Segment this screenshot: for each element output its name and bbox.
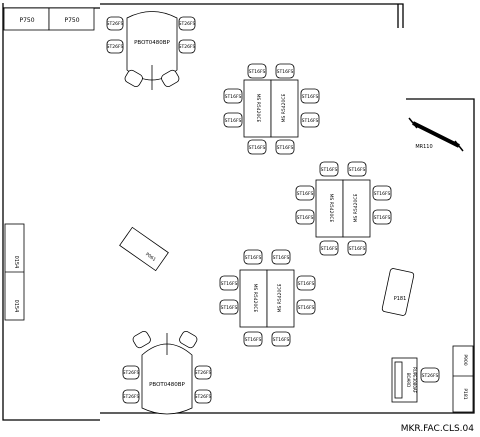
chair-label: ST16FS: [225, 94, 242, 100]
desk-label: MS R5420CE: [277, 283, 283, 312]
chair-label: ST16FS: [374, 215, 391, 221]
chair-label: ST26FS: [179, 21, 196, 27]
chair-label: ST16FS: [277, 145, 294, 151]
side-unit-label: 0154: [13, 256, 19, 269]
desk-label: MS R5420CE: [328, 194, 334, 223]
chair-label: ST16FS: [302, 94, 319, 100]
chair-label: ST26FS: [195, 370, 212, 376]
cabinet-group: P750 P750: [3, 7, 95, 31]
desk-cluster-1: MS R5420CE MS R5420CE ST16FS ST16FS ST16…: [223, 63, 320, 155]
chair-label: ST26FS: [179, 44, 196, 50]
storage-bin: BOARD RUPE3080AF ST26FS: [391, 357, 440, 403]
chair-label: ST26FS: [123, 370, 140, 376]
chair-label: ST26FS: [123, 394, 140, 400]
chair-label: ST16FS: [245, 337, 262, 343]
desk-cluster-2: MS R5420CE MS R5420CE ST16FS ST16FS ST16…: [295, 161, 392, 256]
chair-label: ST16FS: [249, 145, 266, 151]
bin-label: RUPE3080AF: [412, 367, 417, 394]
bin-label: BOARD: [406, 373, 411, 387]
side-units-left: 0154 0154: [4, 223, 25, 321]
drawing-code: MKR.FAC.CLS.04: [400, 424, 474, 434]
desk-cluster-3: MS R5420CE MS R5420CE ST16FS ST16FS ST16…: [219, 249, 316, 347]
chair-label: ST16FS: [245, 255, 262, 261]
chair-label: ST26FS: [195, 394, 212, 400]
chair-label: ST16FS: [225, 118, 242, 124]
chair-label: ST16FS: [298, 281, 315, 287]
table-p061: P061: [119, 226, 169, 272]
desk-label: MS R5420CE: [252, 284, 258, 313]
chair-label: ST16FS: [321, 246, 338, 252]
chair-label: ST16FS: [302, 118, 319, 124]
chair-label: ST16FS: [273, 255, 290, 261]
chair-label: ST26FS: [422, 373, 439, 379]
chair-label: ST26FS: [107, 44, 124, 50]
chair-label: ST16FS: [273, 337, 290, 343]
marker-rail: MR110: [408, 117, 464, 152]
meeting-table-top: PBOT0480BP ST26FS ST26FS ST26FS ST26FS: [106, 11, 196, 90]
desk-label: MS R5420CE: [353, 193, 359, 222]
chair-label: ST16FS: [297, 191, 314, 197]
meeting-table-bottom: PBOT0480BP ST26FS ST26FS ST26FS ST26FS: [122, 331, 212, 415]
chair-label: ST16FS: [349, 167, 366, 173]
chair-label: ST16FS: [221, 305, 238, 311]
chair-label: ST16FS: [277, 69, 294, 75]
chair-label: ST16FS: [298, 305, 315, 311]
table-label: P061: [144, 251, 157, 262]
table-label: PBOT0480BP: [134, 40, 170, 46]
cabinet-label: P750: [64, 17, 79, 24]
side-unit-label: P900: [462, 354, 468, 365]
walls: [2, 3, 475, 421]
chair-label: ST16FS: [297, 215, 314, 221]
chair-label: ST16FS: [249, 69, 266, 75]
desk-label: MS R5420CE: [255, 94, 261, 123]
chair-label: ST26FS: [107, 21, 124, 27]
cabinet-label: P750: [19, 17, 34, 24]
chair-label: ST16FS: [349, 246, 366, 252]
chair-label: ST16FS: [374, 191, 391, 197]
desk-label: MS R5420CE: [281, 93, 287, 122]
side-unit-label: 0154: [13, 300, 19, 313]
table-p181: P181: [381, 268, 415, 316]
side-units-right: P900 P181: [452, 345, 474, 413]
side-unit-label: P181: [462, 388, 468, 399]
chair-label: ST16FS: [221, 281, 238, 287]
table-label: PBOT0480BP: [149, 382, 185, 388]
table-label: P181: [394, 296, 407, 302]
rail-label: MR110: [415, 144, 432, 150]
chair-label: ST16FS: [321, 167, 338, 173]
